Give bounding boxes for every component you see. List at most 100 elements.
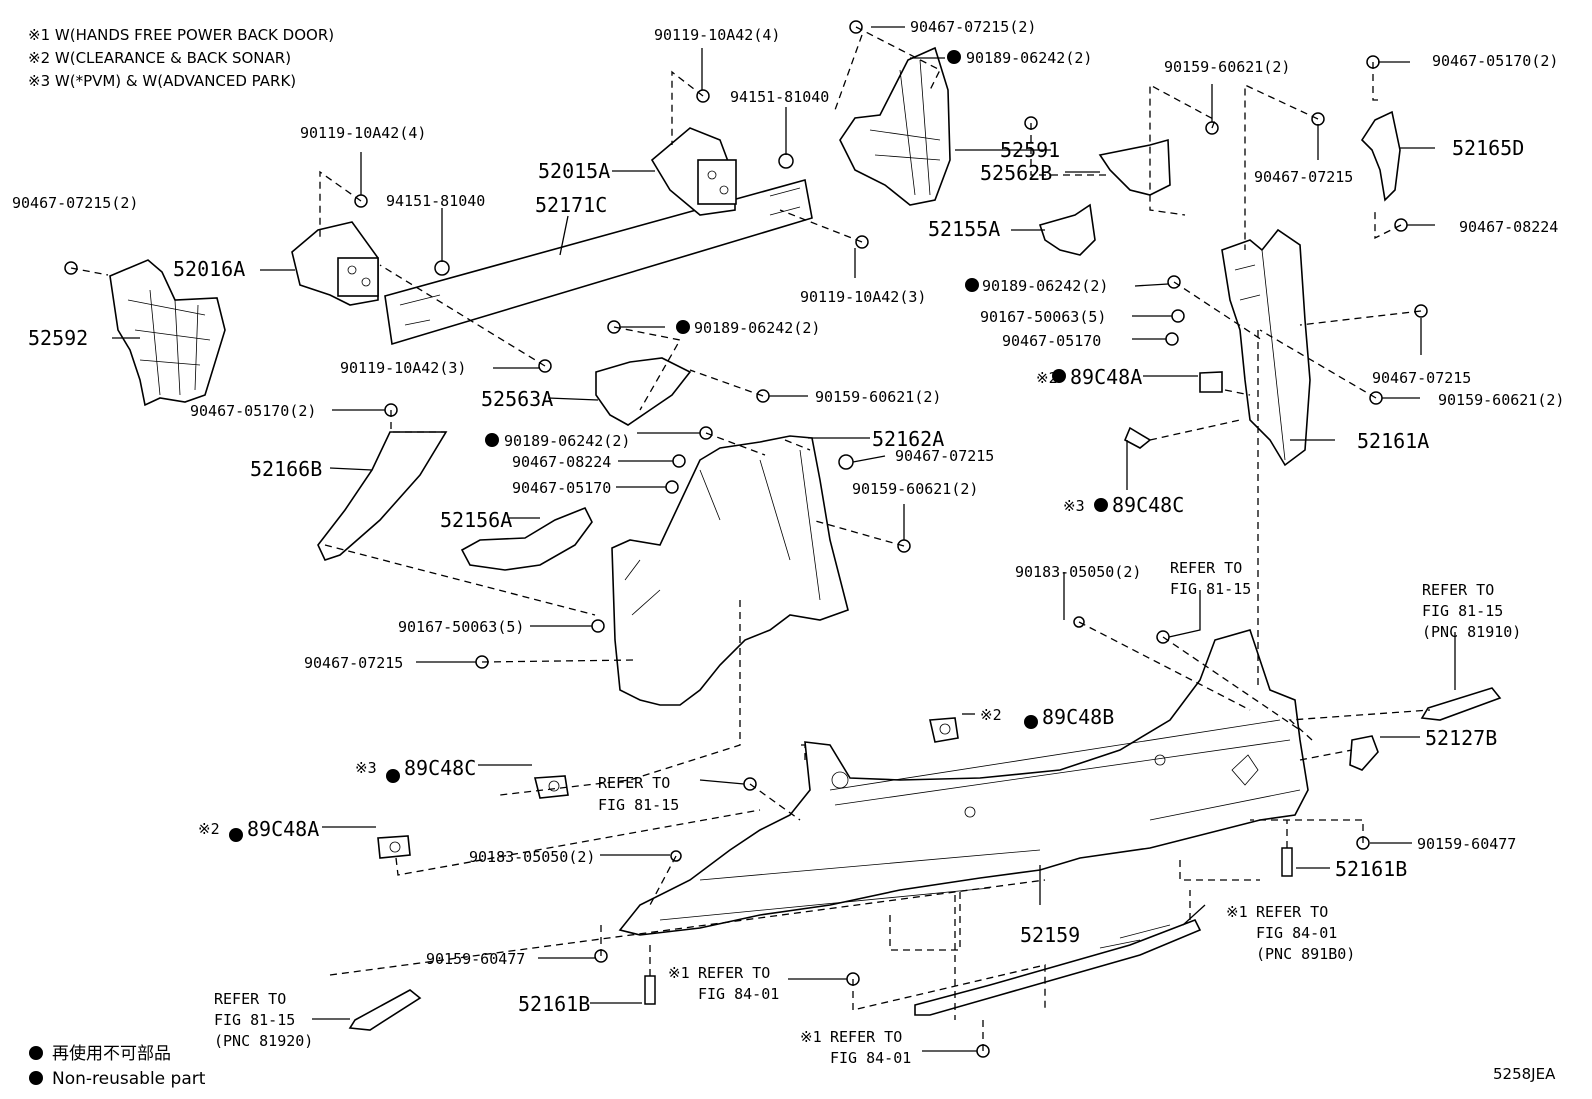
label-90189-06242-2-top: 90189-06242(2)	[966, 49, 1092, 67]
label-90467-07215-right: 90467-07215	[1372, 369, 1471, 387]
label-90467-05170-2-left: 90467-05170(2)	[190, 402, 316, 420]
sensor-89C48A-right-shape	[1199, 371, 1223, 393]
label-mark-2-89C48A-right: ※2	[1036, 369, 1058, 387]
label-90119-10A42-4-top: 90119-10A42(4)	[654, 26, 780, 44]
label-90467-07215-top: 90467-07215	[1254, 168, 1353, 186]
label-52166B: 52166B	[250, 457, 322, 481]
part-52171C-shape	[384, 178, 813, 346]
label-refer-pnc81910-2: FIG 81-15	[1422, 602, 1503, 620]
label-refer-84-01-a-1: REFER TO	[1256, 903, 1328, 921]
label-90189-06242-2-center2: 90189-06242(2)	[504, 432, 630, 450]
clip-90467-07215-center	[838, 454, 854, 470]
label-90159-60621-2-top: 90159-60621(2)	[1164, 58, 1290, 76]
label-90467-07215-center: 90467-07215	[895, 447, 994, 465]
sensor-89C48B-shape	[929, 717, 959, 743]
part-52563A-shape	[595, 357, 692, 426]
label-mark-1-refer-84-01-c: ※1	[800, 1028, 822, 1046]
header-notes: ※1 W(HANDS FREE POWER BACK DOOR) ※2 W(CL…	[28, 26, 334, 90]
label-refer-84-01-b-1: REFER TO	[698, 964, 770, 982]
label-refer-pnc81910-1: REFER TO	[1422, 581, 1494, 599]
label-refer-84-01-c-1: REFER TO	[830, 1028, 902, 1046]
part-52165D-shape	[1360, 110, 1401, 202]
label-89C48C-left: 89C48C	[404, 756, 476, 780]
label-refer-84-01-c-2: FIG 84-01	[830, 1049, 911, 1067]
label-90119-10A42-3-right: 90119-10A42(3)	[800, 288, 926, 306]
sensor-89C48C-right-shape	[1123, 426, 1152, 449]
label-52562B: 52562B	[980, 161, 1052, 185]
label-refer-81-15-a-2: FIG 81-15	[1170, 580, 1251, 598]
label-90159-60621-2-right: 90159-60621(2)	[1438, 391, 1564, 409]
non-reusable-dot	[676, 320, 690, 334]
label-mark-1-refer-84-01-b: ※1	[668, 964, 690, 982]
label-mark-3-89C48C-right: ※3	[1063, 497, 1085, 515]
part-52155A-shape	[1038, 203, 1096, 256]
label-52159: 52159	[1020, 923, 1080, 947]
clip-52161B-left	[644, 975, 656, 1005]
clip-52161B-right	[1281, 847, 1293, 877]
label-52592: 52592	[28, 326, 88, 350]
label-52161A: 52161A	[1357, 429, 1429, 453]
non-reusable-dot	[1052, 369, 1066, 383]
nut-94151-81040-left	[434, 260, 450, 276]
label-52015A: 52015A	[538, 159, 610, 183]
label-52161B-right: 52161B	[1335, 857, 1407, 881]
note-2: ※2 W(CLEARANCE & BACK SONAR)	[28, 49, 291, 67]
label-52127B: 52127B	[1425, 726, 1497, 750]
reflector-left-shape	[348, 989, 422, 1031]
label-52563A: 52563A	[481, 387, 553, 411]
label-52162A: 52162A	[872, 427, 944, 451]
label-94151-81040-top: 94151-81040	[730, 88, 829, 106]
label-90467-07215-2-top: 90467-07215(2)	[910, 18, 1036, 36]
label-refer-81-15-b-2: FIG 81-15	[598, 796, 679, 814]
diagram-code: 5258JEA	[1493, 1065, 1556, 1083]
label-90167-50063-5-mid: 90167-50063(5)	[980, 308, 1106, 326]
part-52156A-shape	[460, 506, 593, 571]
part-shapes	[109, 46, 1502, 1031]
non-reusable-dot	[965, 278, 979, 292]
part-52562B-shape	[1098, 138, 1171, 196]
label-52591: 52591	[1000, 138, 1060, 162]
kick-sensor-shape	[914, 918, 1202, 1016]
label-refer-84-01-b-2: FIG 84-01	[698, 985, 779, 1003]
label-90467-07215-2-left: 90467-07215(2)	[12, 194, 138, 212]
part-52592-shape	[109, 259, 226, 407]
label-52155A: 52155A	[928, 217, 1000, 241]
part-52591-shape	[839, 46, 951, 206]
label-90189-06242-2-center: 90189-06242(2)	[694, 319, 820, 337]
part-52162A-shape	[611, 435, 849, 706]
part-52161A-shape	[1221, 228, 1311, 467]
label-90467-08224-center: 90467-08224	[512, 453, 611, 471]
part-52166B-shape	[317, 431, 448, 561]
legend-en-text: Non-reusable part	[52, 1069, 206, 1089]
label-90467-08224-right: 90467-08224	[1459, 218, 1558, 236]
label-mark-1-refer-84-01-a: ※1	[1226, 903, 1248, 921]
label-mark-2-89C48A-left: ※2	[198, 820, 220, 838]
bolt-90159-60621-top	[1205, 121, 1219, 135]
label-90183-05050-2-left: 90183-05050(2)	[469, 848, 595, 866]
label-89C48A-left: 89C48A	[247, 817, 319, 841]
label-89C48B: 89C48B	[1042, 705, 1114, 729]
label-90119-10A42-4-left: 90119-10A42(4)	[300, 124, 426, 142]
legend-jp-text: 再使用不可部品	[52, 1043, 171, 1064]
label-52016A: 52016A	[173, 257, 245, 281]
sensor-89C48C-left-shape	[533, 775, 569, 799]
label-refer-pnc81920-1: REFER TO	[214, 990, 286, 1008]
label-mark-3-89C48C-left: ※3	[355, 759, 377, 777]
label-90159-60621-2-center: 90159-60621(2)	[815, 388, 941, 406]
label-refer-84-01-a-3: (PNC 891B0)	[1256, 945, 1355, 963]
screw-90167-50063-mid	[1171, 309, 1185, 323]
label-refer-pnc81920-2: FIG 81-15	[214, 1011, 295, 1029]
legend-dot-en	[29, 1071, 43, 1085]
label-90159-60621-2-center2: 90159-60621(2)	[852, 480, 978, 498]
label-89C48A-right: 89C48A	[1070, 365, 1142, 389]
label-52161B-left: 52161B	[518, 992, 590, 1016]
non-reusable-dot	[1024, 715, 1038, 729]
label-90467-05170-2-right: 90467-05170(2)	[1432, 52, 1558, 70]
non-reusable-dot	[947, 50, 961, 64]
label-refer-pnc81910-3: (PNC 81910)	[1422, 623, 1521, 641]
non-reusable-dot	[1094, 498, 1108, 512]
label-52165D: 52165D	[1452, 136, 1524, 160]
label-90159-60477-left: 90159-60477	[426, 950, 525, 968]
